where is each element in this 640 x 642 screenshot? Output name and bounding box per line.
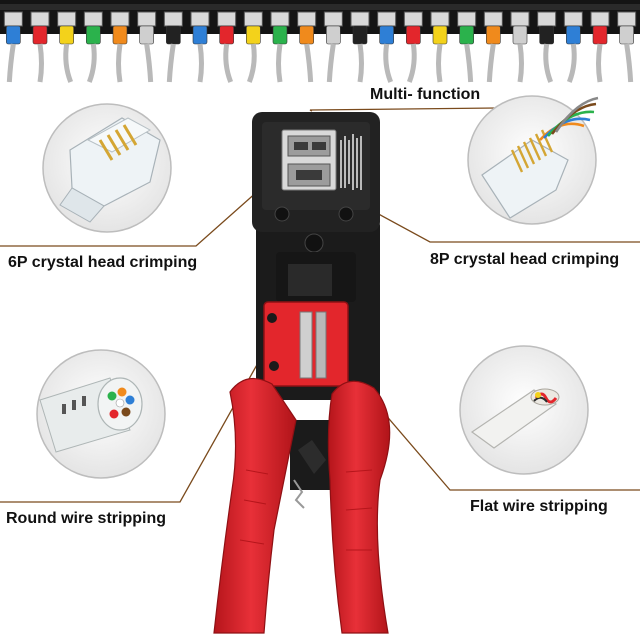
patch-panel-port — [190, 11, 210, 83]
rj11-plug-icon — [59, 117, 161, 223]
round-wire-circle — [36, 349, 166, 479]
patch-panel-port — [137, 11, 157, 83]
patch-panel-ports — [3, 11, 637, 83]
flat-cable-icon — [470, 388, 560, 449]
patch-panel-port — [3, 11, 23, 83]
patch-panel-port — [563, 11, 583, 83]
patch-panel-port — [377, 11, 397, 83]
patch-panel-port — [297, 11, 317, 83]
stripping-blade-slider — [263, 301, 349, 387]
patch-panel-port — [217, 11, 237, 83]
patch-panel-port — [483, 11, 503, 83]
right-handle — [327, 380, 391, 634]
patch-panel-port — [350, 11, 370, 83]
label-6p-crimping: 6P crystal head crimping — [8, 254, 198, 271]
patch-panel-port — [590, 11, 610, 83]
label-8p-crimping: 8P crystal head crimping — [430, 251, 620, 268]
crimping-tool — [213, 112, 391, 634]
patch-panel-port — [270, 11, 290, 83]
patch-panel-port — [510, 11, 530, 83]
patch-panel-port — [537, 11, 557, 83]
patch-panel-port — [57, 11, 77, 83]
patch-panel-port — [457, 11, 477, 83]
patch-panel-port — [617, 11, 637, 83]
patch-panel-port — [403, 11, 423, 83]
connector-6p-circle — [42, 103, 172, 233]
crimp-dies — [281, 129, 337, 191]
callout-line-multi-function — [309, 107, 497, 112]
patch-panel-port — [243, 11, 263, 83]
patch-panel-port — [430, 11, 450, 83]
patch-panel — [0, 0, 640, 83]
patch-panel-port — [30, 11, 50, 83]
label-flat-wire-stripping: Flat wire stripping — [470, 498, 608, 515]
rj45-plug-icon — [481, 96, 599, 219]
label-round-wire-stripping: Round wire stripping — [6, 510, 166, 527]
left-handle — [213, 377, 297, 634]
flat-wire-circle — [459, 345, 589, 475]
patch-panel-port — [83, 11, 103, 83]
patch-panel-port — [323, 11, 343, 83]
connector-8p-circle — [467, 95, 599, 225]
label-multi-function: Multi- function — [370, 86, 481, 103]
patch-panel-port — [163, 11, 183, 83]
round-cable-icon — [39, 377, 143, 453]
patch-panel-port — [110, 11, 130, 83]
